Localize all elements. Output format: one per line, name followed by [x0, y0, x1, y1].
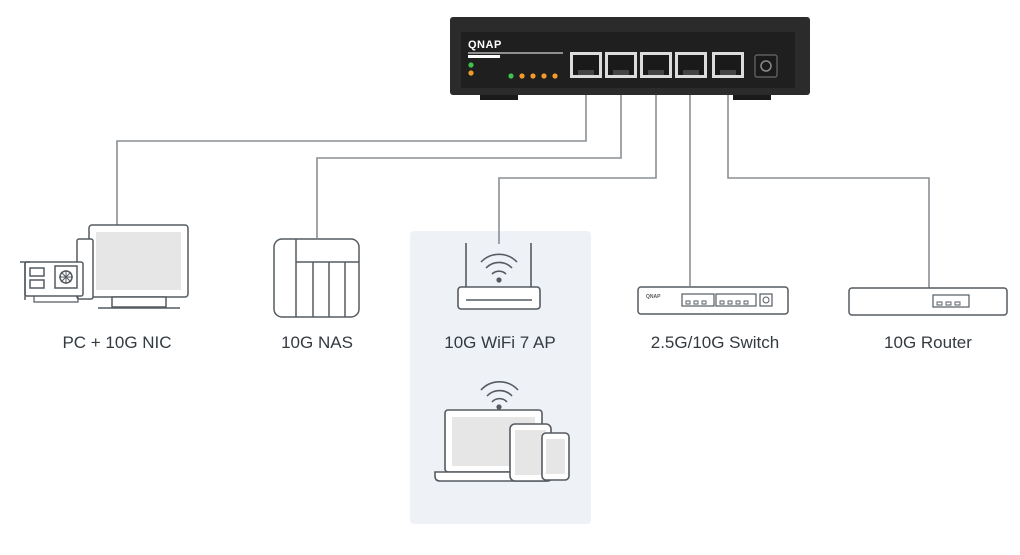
wifi-signal-icon — [480, 253, 518, 283]
link-ap — [498, 76, 657, 244]
port-led-4 — [552, 73, 558, 79]
port-led-3 — [541, 73, 547, 79]
ap-body — [457, 286, 541, 310]
router-icon — [848, 287, 1008, 316]
monitor-stand — [111, 296, 167, 308]
switch-logo-bar — [468, 55, 500, 58]
client-wifi-icon — [480, 381, 519, 410]
label-ap: 10G WiFi 7 AP — [444, 333, 556, 352]
wifi-ap-icon — [457, 243, 541, 310]
status-led — [468, 70, 474, 76]
label-router: 10G Router — [884, 333, 972, 352]
ethernet-port-1 — [570, 52, 602, 78]
dc-power-jack — [754, 54, 778, 78]
small-switch-brand: QNAP — [646, 294, 661, 300]
small-switch-icon: QNAP — [637, 286, 789, 315]
nas-icon — [273, 238, 360, 318]
tablet-icon — [509, 423, 552, 482]
power-led — [468, 62, 474, 68]
link-pc — [116, 76, 587, 226]
smartphone-icon — [541, 432, 570, 481]
link-nas — [316, 76, 622, 238]
ethernet-port-5 — [712, 52, 744, 78]
link-router — [727, 76, 930, 288]
label-nas: 10G NAS — [281, 333, 353, 352]
label-switch: 2.5G/10G Switch — [650, 333, 780, 352]
label-pc: PC + 10G NIC — [62, 333, 172, 352]
pc-with-nic-icon — [20, 224, 189, 309]
ethernet-port-4 — [675, 52, 707, 78]
monitor-screen — [96, 232, 181, 290]
main-switch: QNAP — [450, 17, 810, 100]
connection-lines — [116, 76, 930, 288]
ethernet-port-3 — [640, 52, 672, 78]
client-devices-icon — [434, 381, 570, 482]
nic-card — [20, 261, 84, 303]
switch-brand-logo: QNAP — [468, 39, 502, 51]
port-led-green — [508, 73, 514, 79]
port-led-2 — [530, 73, 536, 79]
ethernet-port-2 — [605, 52, 637, 78]
port-led-1 — [519, 73, 525, 79]
